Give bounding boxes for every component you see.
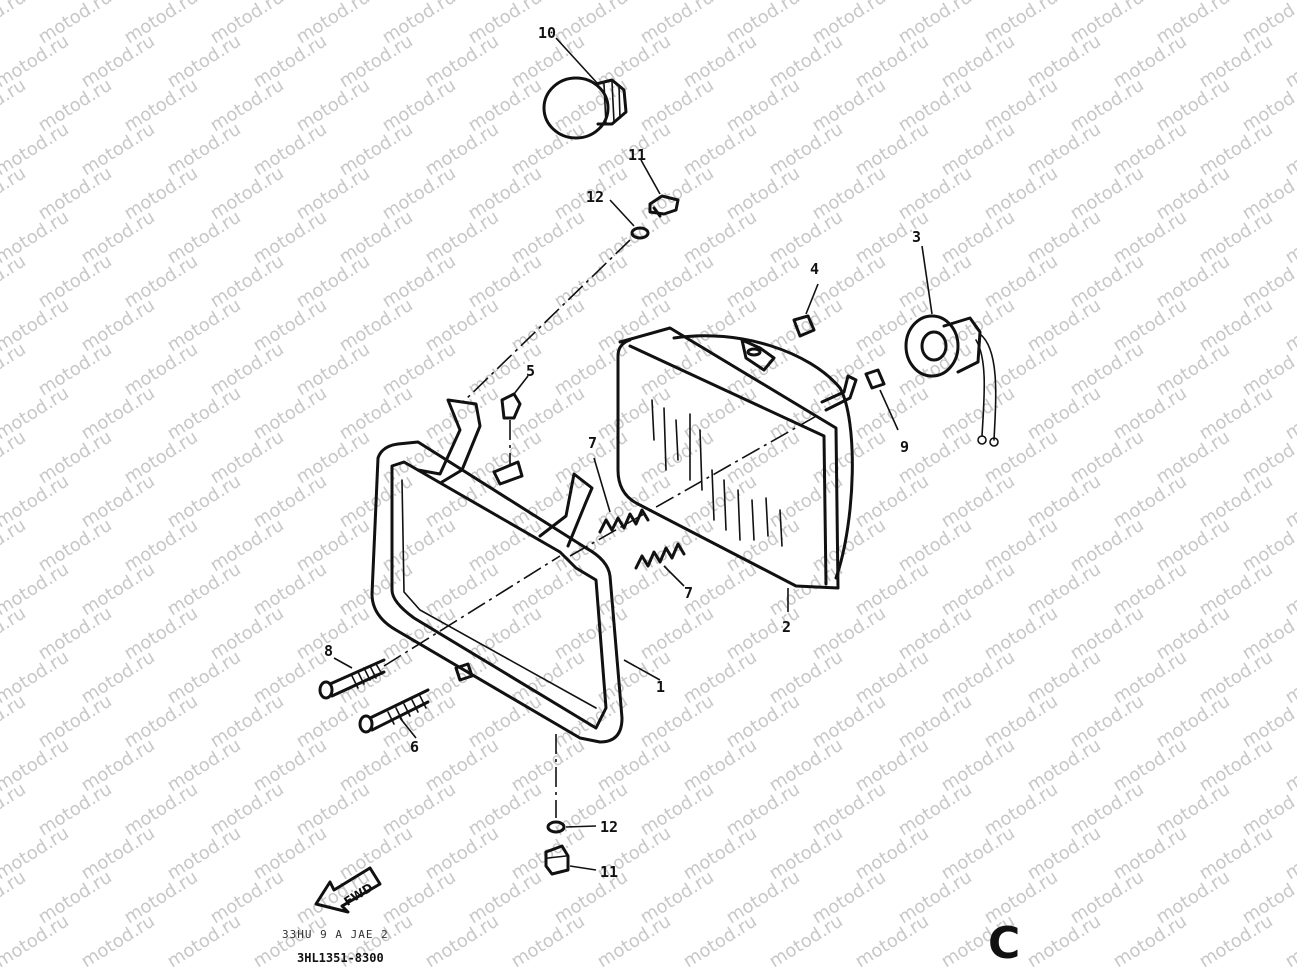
watermark-text: motod.ru bbox=[422, 911, 503, 973]
watermark-text: motod.ru bbox=[0, 779, 30, 841]
watermark-text: motod.ru bbox=[0, 163, 30, 225]
watermark-text: motod.ru bbox=[0, 251, 30, 313]
callout-11-top: 11 bbox=[628, 146, 646, 164]
faint-code: 33HU 9 A JAE 2 bbox=[282, 928, 389, 941]
watermark-text: motod.ru bbox=[0, 603, 30, 665]
reflector-part bbox=[616, 326, 858, 612]
callout-2: 2 bbox=[782, 618, 791, 636]
clip-part bbox=[864, 368, 899, 431]
watermark-text: motod.ru bbox=[766, 911, 847, 973]
watermark-text: motod.ru bbox=[852, 911, 933, 973]
spring-lower-part bbox=[634, 542, 686, 587]
watermark-text: motod.ru bbox=[0, 691, 30, 753]
diagram-code: 3HL1351-8300 bbox=[297, 951, 384, 965]
callout-4: 4 bbox=[810, 260, 819, 278]
adjust-screw-upper-part bbox=[318, 555, 561, 700]
screw-5-part bbox=[500, 375, 529, 464]
callout-5: 5 bbox=[526, 362, 535, 380]
watermark-text: motod.ru bbox=[1110, 911, 1191, 973]
watermark-text: motod.ru bbox=[0, 339, 30, 401]
callout-7-upper: 7 bbox=[588, 434, 597, 452]
watermark-text: motod.ru bbox=[0, 75, 30, 137]
callout-11-bottom: 11 bbox=[600, 863, 618, 881]
callout-1: 1 bbox=[656, 678, 665, 696]
socket-cord-part bbox=[904, 245, 999, 447]
screw-top-part bbox=[640, 159, 680, 218]
frame-part bbox=[370, 398, 661, 744]
fwd-arrow-icon bbox=[314, 866, 382, 914]
screw-bottom-part bbox=[544, 844, 597, 876]
callout-10: 10 bbox=[538, 24, 556, 42]
callout-7-lower: 7 bbox=[684, 584, 693, 602]
watermark-text: motod.ru bbox=[594, 911, 675, 973]
watermark-text: motod.ru bbox=[164, 911, 245, 973]
watermark-text: motod.ru bbox=[0, 0, 30, 48]
callout-9: 9 bbox=[900, 438, 909, 456]
watermark-text: motod.ru bbox=[1196, 911, 1277, 973]
callout-6: 6 bbox=[410, 738, 419, 756]
watermark-text: motod.ru bbox=[0, 911, 73, 973]
bulb-cover-part bbox=[792, 283, 819, 338]
watermark-text: motod.ru bbox=[1282, 911, 1297, 973]
corner-mark: C bbox=[988, 918, 1020, 969]
callout-3: 3 bbox=[912, 228, 921, 246]
watermark-text: motod.ru bbox=[78, 911, 159, 973]
watermark-text: motod.ru bbox=[1024, 911, 1105, 973]
watermark-text: motod.ru bbox=[680, 911, 761, 973]
watermark-text: motod.ru bbox=[0, 515, 30, 577]
bulb-part bbox=[542, 37, 628, 140]
watermark-text: motod.ru bbox=[508, 911, 589, 973]
callout-12-top: 12 bbox=[586, 188, 604, 206]
watermark-text: motod.ru bbox=[0, 427, 30, 489]
callout-8: 8 bbox=[324, 642, 333, 660]
washer-top-part bbox=[461, 199, 650, 404]
adjust-screw-lower-part bbox=[358, 662, 474, 739]
washer-bottom-part bbox=[546, 734, 597, 834]
spring-upper-part bbox=[593, 457, 650, 534]
watermark-text: motod.ru bbox=[0, 867, 30, 929]
callout-12-bottom: 12 bbox=[600, 818, 618, 836]
